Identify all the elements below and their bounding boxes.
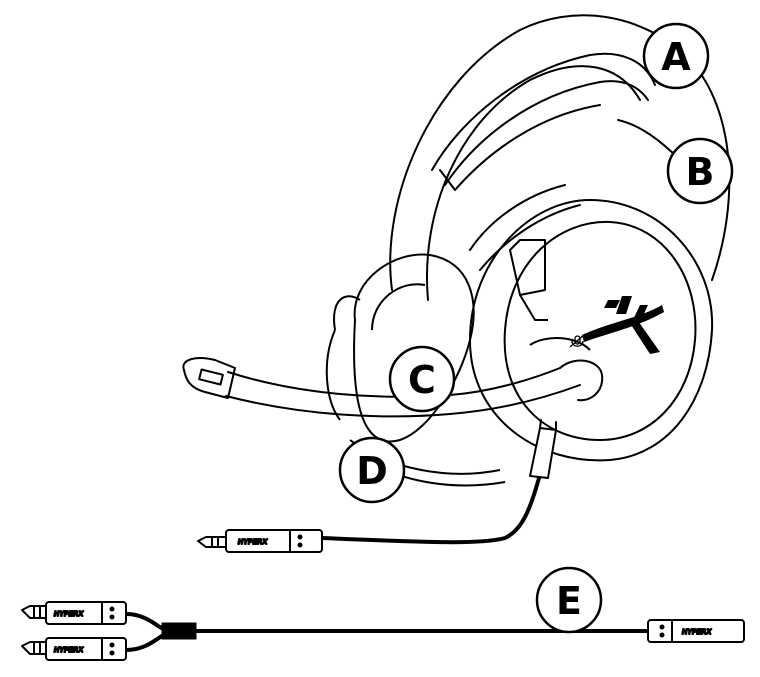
callout-a-label: A bbox=[661, 35, 691, 79]
splitter-socket-brand: HYPERX bbox=[682, 628, 712, 636]
headset-plug-brand: HYPERX bbox=[238, 538, 268, 546]
callout-e-label: E bbox=[556, 579, 582, 623]
callout-c-label: C bbox=[408, 358, 436, 402]
right-earcup bbox=[469, 199, 714, 462]
callout-d: D bbox=[338, 436, 406, 504]
headset-cable bbox=[320, 419, 557, 545]
splitter-top-brand: HYPERX bbox=[54, 610, 84, 618]
splitter-plug-bottom: HYPERX bbox=[21, 637, 127, 661]
callout-b-label: B bbox=[686, 150, 715, 194]
headset-plug: HYPERX bbox=[197, 529, 323, 553]
splitter-bottom-brand: HYPERX bbox=[54, 646, 84, 654]
callout-e: E bbox=[535, 566, 603, 634]
callout-a: A bbox=[642, 22, 710, 90]
splitter-plug-top: HYPERX bbox=[21, 601, 127, 625]
splitter-socket: HYPERX bbox=[647, 619, 745, 643]
callout-d-label: D bbox=[356, 449, 388, 493]
mic-mute-icon bbox=[569, 333, 586, 348]
callout-b: B bbox=[666, 137, 734, 205]
callout-c: C bbox=[388, 345, 456, 413]
hyperx-logo-icon bbox=[582, 296, 664, 354]
